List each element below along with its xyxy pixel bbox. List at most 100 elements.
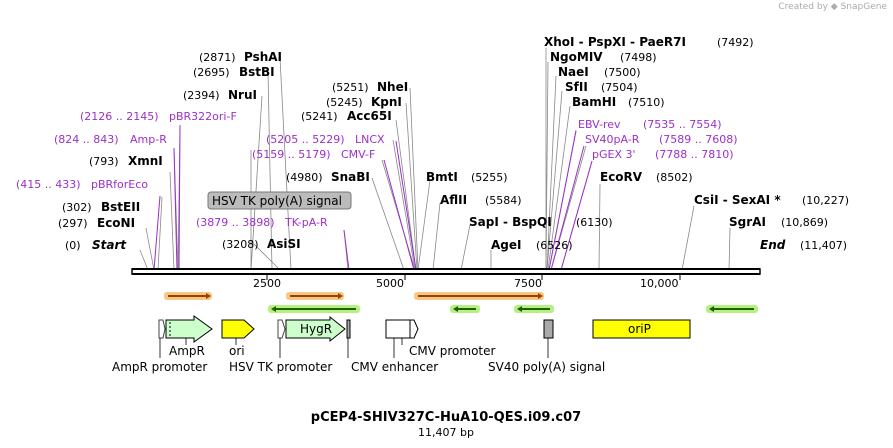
sv40pa-r-range: (7589 .. 7608) [659, 133, 738, 146]
cmv-f-range: (5159 .. 5179) [252, 148, 331, 161]
sv40-polya-feature [543, 319, 554, 339]
tick-label-5000: 5000 [376, 277, 404, 290]
sgrai-pos: (10,869) [781, 216, 828, 229]
backbone [131, 268, 761, 275]
cmv-enhancer-feature [385, 319, 419, 339]
ngomiv-pos: (7498) [620, 51, 657, 64]
ecorv-pos: (8502) [656, 171, 693, 184]
hsv-tk-promoter-feature [277, 319, 286, 339]
xmni-pos: (793) [89, 155, 119, 168]
ori-feature [221, 319, 255, 339]
hsv-tk-polya-feature [346, 319, 351, 339]
asisi-pos: (3208) [222, 238, 259, 251]
ampr-feature-label: AmpR [169, 344, 205, 358]
enzyme-labels: (0) Start End (11,407) (297) EcoNI (302)… [58, 35, 849, 252]
acc65i-name: Acc65I [347, 109, 392, 123]
orf-tracks [164, 292, 758, 313]
feature-leader-lines [159, 338, 549, 358]
ebv-rev-range: (7535 .. 7554) [643, 118, 722, 131]
asisi-name: AsiSI [267, 237, 301, 251]
sgrai-name: SgrAI [729, 215, 766, 229]
naei-pos: (7500) [604, 66, 641, 79]
sfii-name: SfII [565, 80, 588, 94]
hsv-tk-polya-callout-text: HSV TK poly(A) signal [212, 194, 342, 208]
ampr-feature [165, 315, 213, 343]
ecorv-name: EcoRV [600, 170, 643, 184]
orip-feature [592, 319, 691, 339]
snabi-pos: (4980) [286, 171, 323, 184]
tk-pa-r-name: TK-pA-R [284, 216, 328, 229]
aflii-pos: (5584) [485, 194, 522, 207]
tick-label-7500: 7500 [514, 277, 542, 290]
bmti-name: BmtI [426, 170, 458, 184]
ampr-promoter-feature [158, 319, 166, 339]
hsv-tk-polya-callout [207, 191, 352, 210]
nhei-name: NheI [377, 80, 408, 94]
pbr322ori-name: pBR322ori-F [169, 110, 237, 123]
nrui-name: NruI [228, 88, 257, 102]
snapgene-logo-icon: ◆ [830, 2, 838, 12]
snabi-name: SnaBI [331, 170, 370, 184]
aflii-name: AflII [440, 193, 467, 207]
kpni-pos: (5245) [326, 96, 363, 109]
primer-pointer-lines [153, 124, 593, 271]
econi-name: EcoNI [97, 216, 135, 230]
hygr-label: HygR [300, 322, 332, 336]
pbr322ori-range: (2126 .. 2145) [80, 110, 159, 123]
ebv-rev-name: EBV-rev [578, 118, 621, 131]
bamhi-name: BamHI [572, 95, 616, 109]
features [158, 315, 691, 343]
start-pos: (0) [65, 239, 81, 252]
bamhi-pos: (7510) [628, 96, 665, 109]
pgex3-range: (7788 .. 7810) [655, 148, 734, 161]
tick-label-2500: 2500 [253, 277, 281, 290]
bsteii-name: BstEII [101, 200, 140, 214]
start-label: Start [92, 238, 127, 252]
xmni-name: XmnI [128, 154, 163, 168]
sapi-name: SapI - BspQI [469, 215, 552, 229]
bstbi-pos: (2695) [193, 66, 230, 79]
cmv-f-name: CMV-F [341, 148, 375, 161]
sv40pa-r-name: SV40pA-R [585, 133, 640, 146]
credit-text: Created by [778, 2, 828, 12]
pbrforeco-name: pBRforEco [91, 178, 148, 191]
map-title: pCEP4-SHIV327C-HuA10-QES.i09.c07 [311, 410, 581, 425]
pgex3-name: pGEX 3' [592, 148, 636, 161]
orip-label: oriP [628, 322, 651, 336]
agei-pos: (6526) [536, 239, 573, 252]
sv40-polya-label: SV40 poly(A) signal [488, 360, 605, 374]
nhei-pos: (5251) [332, 81, 369, 94]
lncx-range: (5205 .. 5229) [266, 133, 345, 146]
xhoi-name: XhoI - PspXI - PaeR7I [544, 35, 686, 49]
bmti-pos: (5255) [471, 171, 508, 184]
sfii-pos: (7504) [601, 81, 638, 94]
ori-feature-label: ori [229, 344, 245, 358]
tick-label-10000: 10,000 [640, 277, 679, 290]
sapi-pos: (6130) [576, 216, 613, 229]
kpni-name: KpnI [371, 95, 402, 109]
econi-pos: (297) [58, 217, 88, 230]
hsv-tk-promoter-label: HSV TK promoter [229, 360, 332, 374]
end-label: End [760, 238, 786, 252]
pshai-name: PshAI [244, 50, 282, 64]
ampr-primer-range: (824 .. 843) [54, 133, 119, 146]
csii-name: CsiI - SexAI * [694, 193, 781, 207]
leader-lines [139, 48, 731, 271]
pbrforeco-range: (415 .. 433) [16, 178, 81, 191]
naei-name: NaeI [558, 65, 589, 79]
pshai-pos: (2871) [199, 51, 236, 64]
acc65i-pos: (5241) [301, 110, 338, 123]
map-length: 11,407 bp [418, 426, 474, 439]
prui-pos: (2394) [183, 89, 220, 102]
ngomiv-name: NgoMIV [550, 50, 603, 64]
lncx-name: LNCX [355, 133, 385, 146]
cmv-enhancer-label: CMV enhancer [351, 360, 438, 374]
tk-pa-r-range: (3879 .. 3898) [196, 216, 275, 229]
xhoi-pos: (7492) [717, 36, 754, 49]
agei-name: AgeI [491, 238, 521, 252]
csii-pos: (10,227) [802, 194, 849, 207]
credit-brand: SnapGene [840, 2, 887, 12]
credit: Created by ◆ SnapGene [778, 2, 887, 12]
primer-labels: (415 .. 433) pBRforEco (824 .. 843) Amp-… [16, 110, 738, 229]
